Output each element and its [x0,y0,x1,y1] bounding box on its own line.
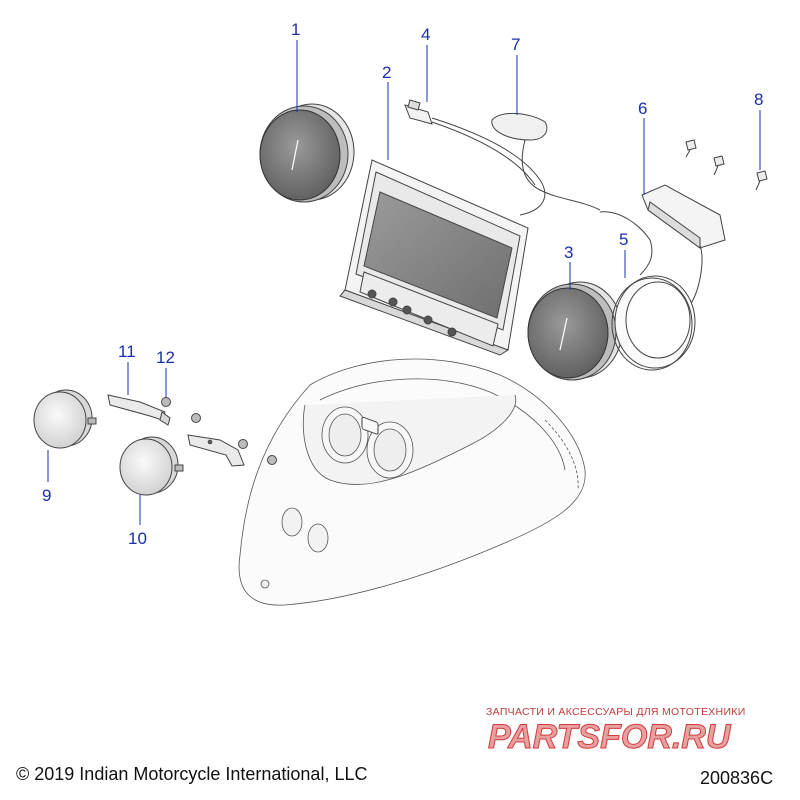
callout-9: 9 [42,486,51,505]
small-gauge-right [119,436,184,496]
display-unit [339,159,529,435]
callout-labels: 1 2 3 4 7 6 8 5 11 12 9 10 [42,20,763,548]
watermark-logo: PARTSFOR.RU [488,718,733,757]
callout-1: 1 [291,20,300,39]
watermark-tagline: ЗАПЧАСТИ И АКСЕССУАРЫ ДЛЯ МОТОТЕХНИКИ [486,706,746,718]
callout-6: 6 [638,99,647,118]
usb-connector [404,99,546,216]
leader-lines [47,40,761,525]
nut [161,397,277,465]
right-gauge [527,281,623,381]
diagram-part-code: 200836C [700,768,774,788]
callout-11: 11 [118,342,136,361]
display-buttons [361,289,457,435]
callout-12: 12 [156,348,175,367]
mounting-bracket [599,184,726,306]
callout-7: 7 [511,35,520,54]
callout-5: 5 [619,230,628,249]
antenna [491,113,601,211]
screws [685,139,768,191]
callout-2: 2 [382,63,391,82]
trim-ring [611,275,696,371]
small-bracket [107,394,245,467]
copyright-notice: © 2019 Indian Motorcycle International, … [16,764,368,784]
callout-4: 4 [421,25,430,44]
callout-10: 10 [128,529,147,548]
callout-3: 3 [564,243,573,262]
small-gauge-left [33,389,97,449]
watermark-brand: PARTSFOR.RU [488,718,732,756]
fairing-housing [238,358,586,606]
callout-8: 8 [754,90,763,109]
left-gauge [259,103,355,203]
